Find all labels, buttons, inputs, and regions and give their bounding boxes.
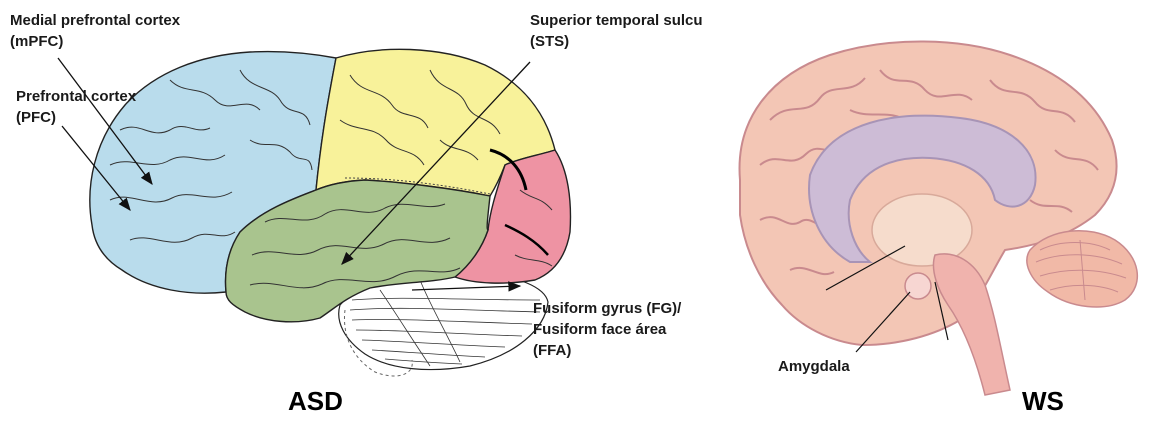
thalamus — [872, 194, 972, 266]
mpfc-label-line2: (mPFC) — [10, 31, 180, 52]
asd-brain-illustration — [90, 49, 571, 376]
sts-label-line2: (STS) — [530, 31, 730, 52]
fg-label-line2: Fusiform face área — [533, 319, 681, 340]
fg-label-line1: Fusiform gyrus (FG)/ — [533, 298, 681, 319]
pfc-label-line1: Prefrontal cortex — [16, 86, 136, 107]
ws-caption: WS — [1022, 386, 1064, 417]
sts-label: Superior temporal sulcu (STS) — [530, 10, 730, 52]
pfc-label: Prefrontal cortex (PFC) — [16, 86, 136, 128]
amygdala-label: Amygdala — [778, 356, 850, 377]
mpfc-label: Medial prefrontal cortex (mPFC) — [10, 10, 180, 52]
amygdala — [905, 273, 931, 299]
sts-label-line1: Superior temporal sulcu — [530, 10, 730, 31]
ws-brain-illustration — [740, 41, 1138, 395]
fg-label-line3: (FFA) — [533, 340, 681, 361]
mpfc-label-line1: Medial prefrontal cortex — [10, 10, 180, 31]
asd-caption: ASD — [288, 386, 343, 417]
fg-label: Fusiform gyrus (FG)/ Fusiform face área … — [533, 298, 681, 361]
pfc-label-line2: (PFC) — [16, 107, 136, 128]
